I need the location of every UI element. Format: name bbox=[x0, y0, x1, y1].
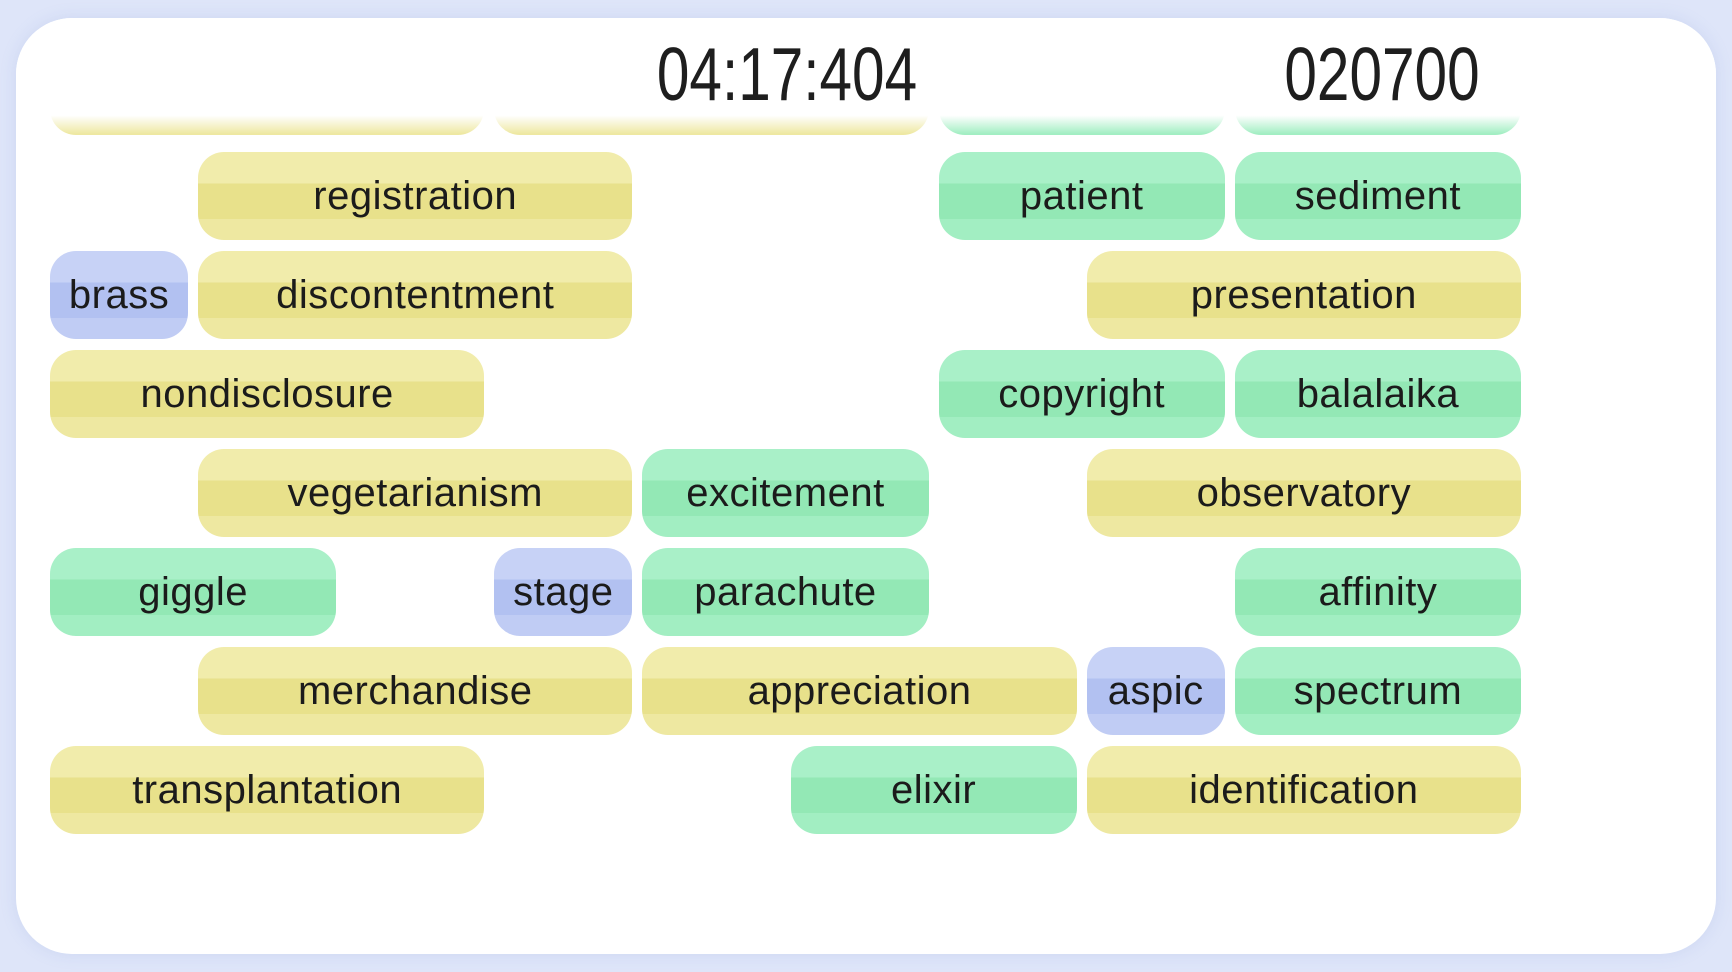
score-display: 020700 bbox=[1284, 32, 1480, 116]
word-tile-stage[interactable]: stage bbox=[494, 548, 633, 636]
word-tile-presentation[interactable]: presentation bbox=[1086, 251, 1521, 339]
word-tile-giggle[interactable]: giggle bbox=[50, 548, 337, 636]
word-tile-parachute[interactable]: parachute bbox=[642, 548, 929, 636]
word-tile-hidden[interactable] bbox=[938, 47, 1225, 135]
word-tile-nondisclosure[interactable]: nondisclosure bbox=[50, 350, 485, 438]
word-tile-vegetarianism[interactable]: vegetarianism bbox=[198, 449, 633, 537]
word-tile-affinity[interactable]: affinity bbox=[1234, 548, 1521, 636]
word-tile-aspic[interactable]: aspic bbox=[1086, 647, 1225, 735]
timer-display: 04:17:404 bbox=[656, 32, 918, 116]
word-tile-identification[interactable]: identification bbox=[1086, 746, 1521, 834]
word-tile-balalaika[interactable]: balalaika bbox=[1234, 350, 1521, 438]
word-tile-excitement[interactable]: excitement bbox=[642, 449, 929, 537]
word-tile-brass[interactable]: brass bbox=[50, 251, 189, 339]
word-tile-transplantation[interactable]: transplantation bbox=[50, 746, 485, 834]
word-tile-registration[interactable]: registration bbox=[198, 152, 633, 240]
word-tile-elixir[interactable]: elixir bbox=[790, 746, 1077, 834]
word-tile-discontentment[interactable]: discontentment bbox=[198, 251, 633, 339]
word-tile-sediment[interactable]: sediment bbox=[1234, 152, 1521, 240]
word-tile-observatory[interactable]: observatory bbox=[1086, 449, 1521, 537]
word-tile-hidden[interactable] bbox=[50, 47, 485, 135]
word-tile-copyright[interactable]: copyright bbox=[938, 350, 1225, 438]
word-tile-merchandise[interactable]: merchandise bbox=[198, 647, 633, 735]
word-tile-appreciation[interactable]: appreciation bbox=[642, 647, 1077, 735]
word-tile-spectrum[interactable]: spectrum bbox=[1234, 647, 1521, 735]
word-tile-patient[interactable]: patient bbox=[938, 152, 1225, 240]
